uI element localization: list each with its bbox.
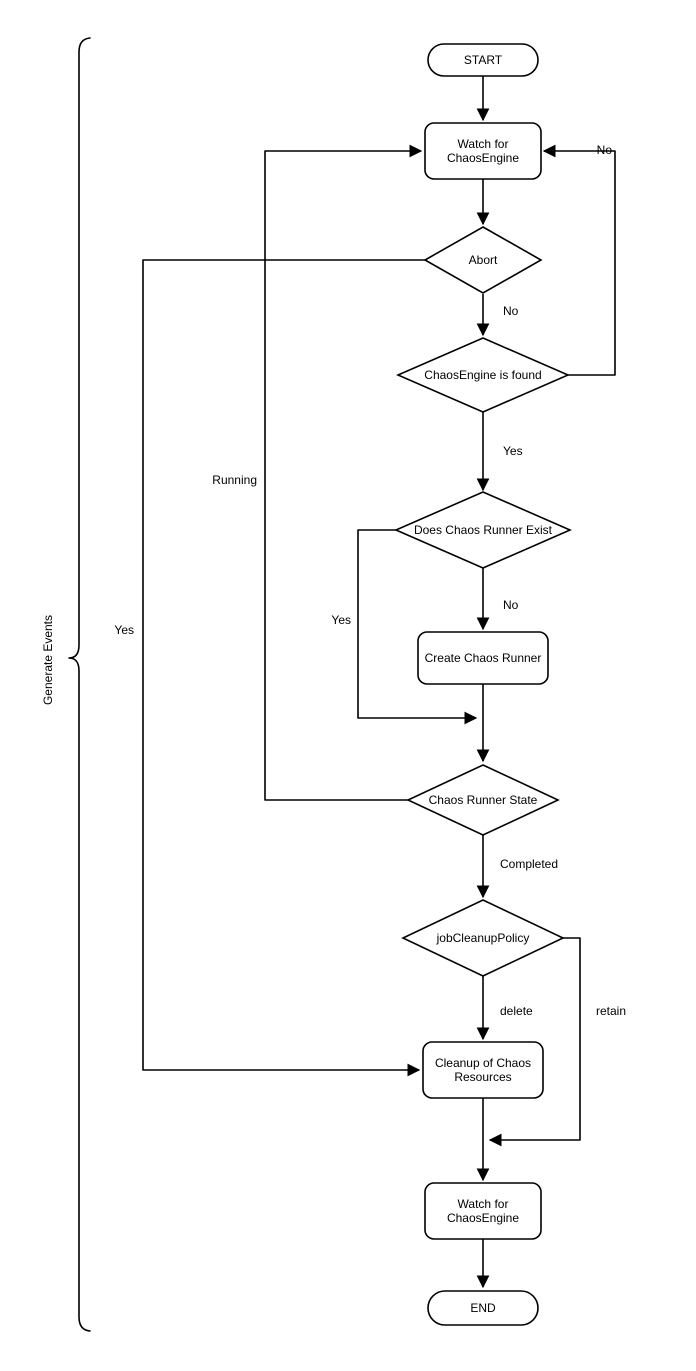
- generate-events-bracket: [68, 37, 91, 1332]
- edge-state-running-to-watch: [264, 144, 423, 801]
- label-found-yes: Yes: [503, 444, 523, 458]
- label-state-running: Running: [212, 473, 257, 487]
- node-runner-exist-decision: Does Chaos Runner Exist: [394, 491, 572, 569]
- node-jobcleanuppolicy-decision: jobCleanupPolicy: [401, 899, 565, 977]
- node-chaos-runner-state-decision: Chaos Runner State: [406, 764, 560, 836]
- node-create-runner-label: Create Chaos Runner: [425, 651, 542, 665]
- node-chaosengine-found-decision: ChaosEngine is found: [395, 337, 571, 413]
- node-watch-chaosengine-2: Watch for ChaosEngine: [424, 1182, 542, 1240]
- label-runner-exist-no: No: [503, 598, 519, 612]
- node-end: END: [427, 1290, 539, 1326]
- edge-found-no-to-watch: [542, 144, 616, 376]
- edge-policy-retain-junction: [488, 937, 581, 1147]
- node-start-label: START: [464, 53, 503, 67]
- node-runner-exist-label: Does Chaos Runner Exist: [414, 523, 553, 537]
- node-watch1-line1: Watch for: [458, 137, 509, 151]
- node-watch2-line1: Watch for: [458, 1197, 509, 1211]
- node-end-label: END: [470, 1301, 496, 1315]
- label-policy-delete: delete: [500, 1004, 533, 1018]
- node-watch1-line2: ChaosEngine: [447, 151, 519, 165]
- node-abort-label: Abort: [469, 253, 498, 267]
- label-abort-yes: Yes: [114, 623, 134, 637]
- label-policy-retain: retain: [596, 1004, 626, 1018]
- node-found-label: ChaosEngine is found: [424, 368, 541, 382]
- node-runner-state-label: Chaos Runner State: [429, 793, 538, 807]
- node-create-chaos-runner: Create Chaos Runner: [417, 631, 549, 685]
- node-cleanup-line2: Resources: [454, 1070, 511, 1084]
- label-state-completed: Completed: [500, 857, 558, 871]
- node-job-cleanup-label: jobCleanupPolicy: [436, 931, 530, 945]
- label-abort-no: No: [503, 304, 519, 318]
- edge-runner-exist-yes-junction: [357, 529, 478, 725]
- label-found-no: No: [597, 143, 613, 157]
- node-start: START: [427, 43, 539, 77]
- node-cleanup-line1: Cleanup of Chaos: [435, 1056, 531, 1070]
- node-cleanup-resources: Cleanup of Chaos Resources: [422, 1041, 544, 1099]
- label-runner-exist-yes: Yes: [331, 613, 351, 627]
- node-abort-decision: Abort: [423, 226, 543, 294]
- generate-events-label: Generate Events: [41, 615, 55, 705]
- node-watch-chaosengine-1: Watch for ChaosEngine: [424, 122, 542, 180]
- edge-abort-yes-to-cleanup: [142, 259, 425, 1077]
- node-watch2-line2: ChaosEngine: [447, 1211, 519, 1225]
